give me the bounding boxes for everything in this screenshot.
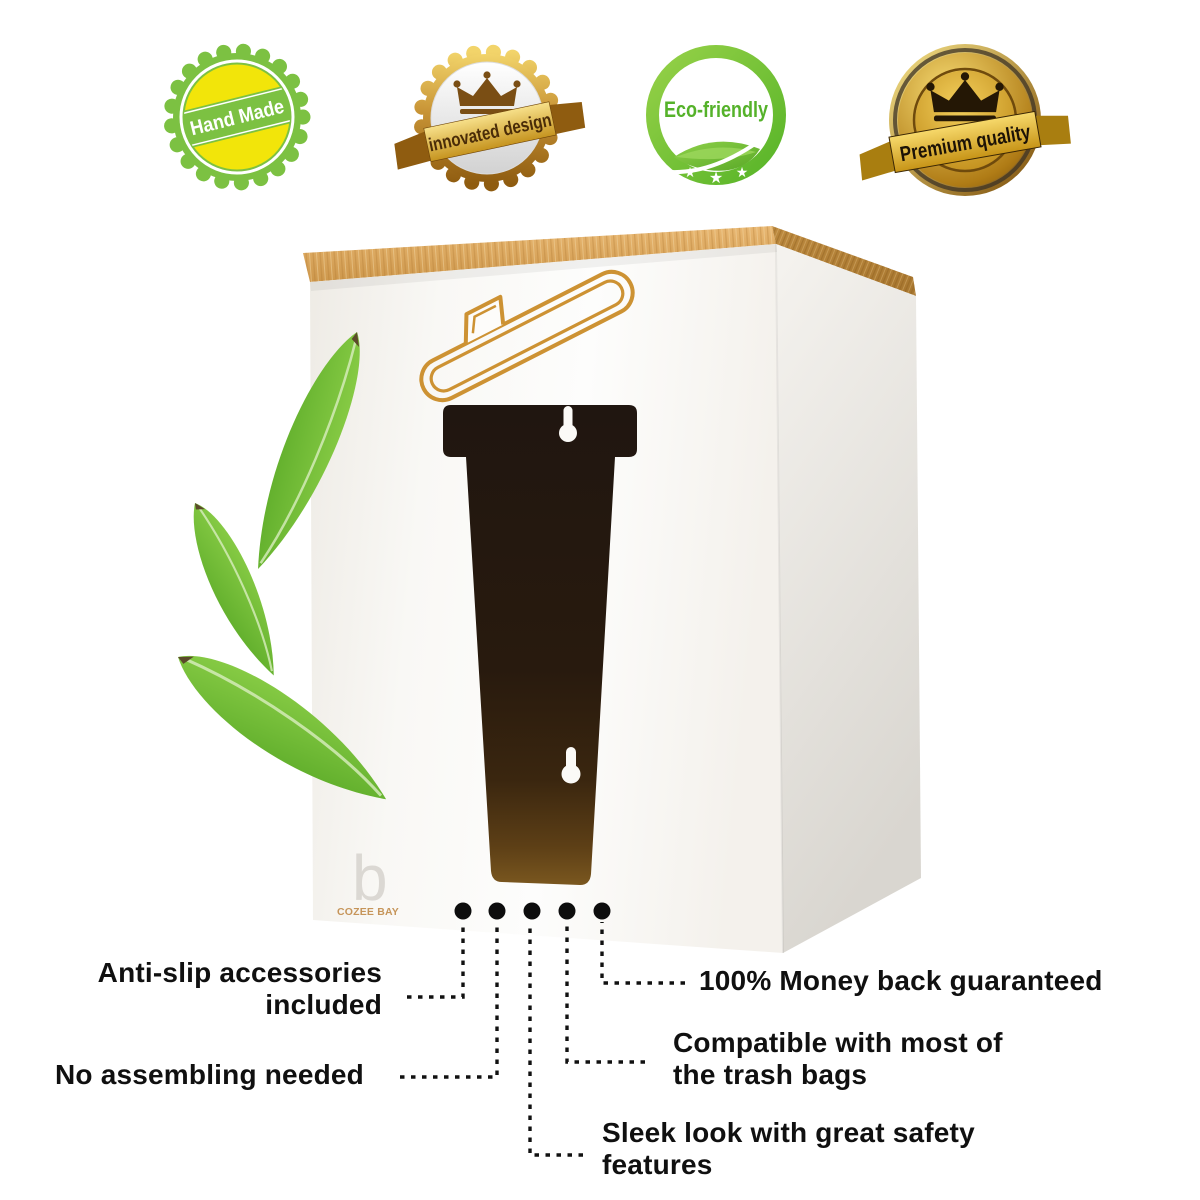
connector-money-back — [600, 922, 685, 985]
leaf-icon — [163, 630, 402, 826]
connector-compatible — [565, 922, 645, 1064]
falling-leaves — [163, 323, 402, 826]
leaf-icon — [233, 323, 383, 578]
dispenser-box: b COZEE BAY — [303, 226, 921, 954]
keyhole-slot-top — [559, 406, 577, 442]
connector-sleek-look — [528, 922, 583, 1157]
callout-dot — [454, 902, 472, 920]
callout-dot — [523, 902, 541, 920]
callout-sleek-look: Sleek look with great safety features — [602, 1117, 975, 1181]
connector-anti-slip — [407, 922, 465, 999]
callout-dot — [593, 902, 611, 920]
badge-eco-friendly: Eco-friendly ★ ★ ★ — [646, 45, 786, 187]
callout-dot — [488, 902, 506, 920]
green-ring — [646, 45, 786, 185]
badge-eco-friendly-label: Eco-friendly — [664, 97, 769, 122]
badge-premium-quality: Premium quality — [859, 44, 1071, 196]
badge-hand-made: Hand Made — [163, 43, 311, 191]
leaf-icon — [178, 493, 291, 685]
brand-name: COZEE BAY — [337, 906, 401, 918]
connector-no-assembling — [400, 922, 499, 1079]
callout-compatible: Compatible with most of the trash bags — [673, 1027, 1003, 1091]
callout-money-back: 100% Money back guaranteed — [699, 965, 1103, 996]
bag-dispenser-opening — [443, 405, 637, 885]
callout-anti-slip: Anti-slip accessories included — [97, 957, 382, 1021]
bag-outline-icon — [419, 269, 635, 403]
star-icon: ★ — [684, 164, 697, 180]
callout-markers — [400, 902, 685, 1157]
scallop-edge — [163, 43, 311, 191]
brand-logo-letter: b — [352, 842, 388, 914]
keyhole-slot-bottom — [561, 747, 581, 784]
box-right-face — [776, 244, 921, 953]
star-icon: ★ — [736, 164, 749, 180]
star-icon: ★ — [709, 170, 723, 187]
leaf-icon — [658, 137, 764, 175]
callout-dot — [558, 902, 576, 920]
ribbon: Premium quality — [859, 110, 1071, 181]
badge-innovated-design: innovated design — [394, 44, 586, 192]
callout-no-assembling: No assembling needed — [55, 1059, 364, 1090]
